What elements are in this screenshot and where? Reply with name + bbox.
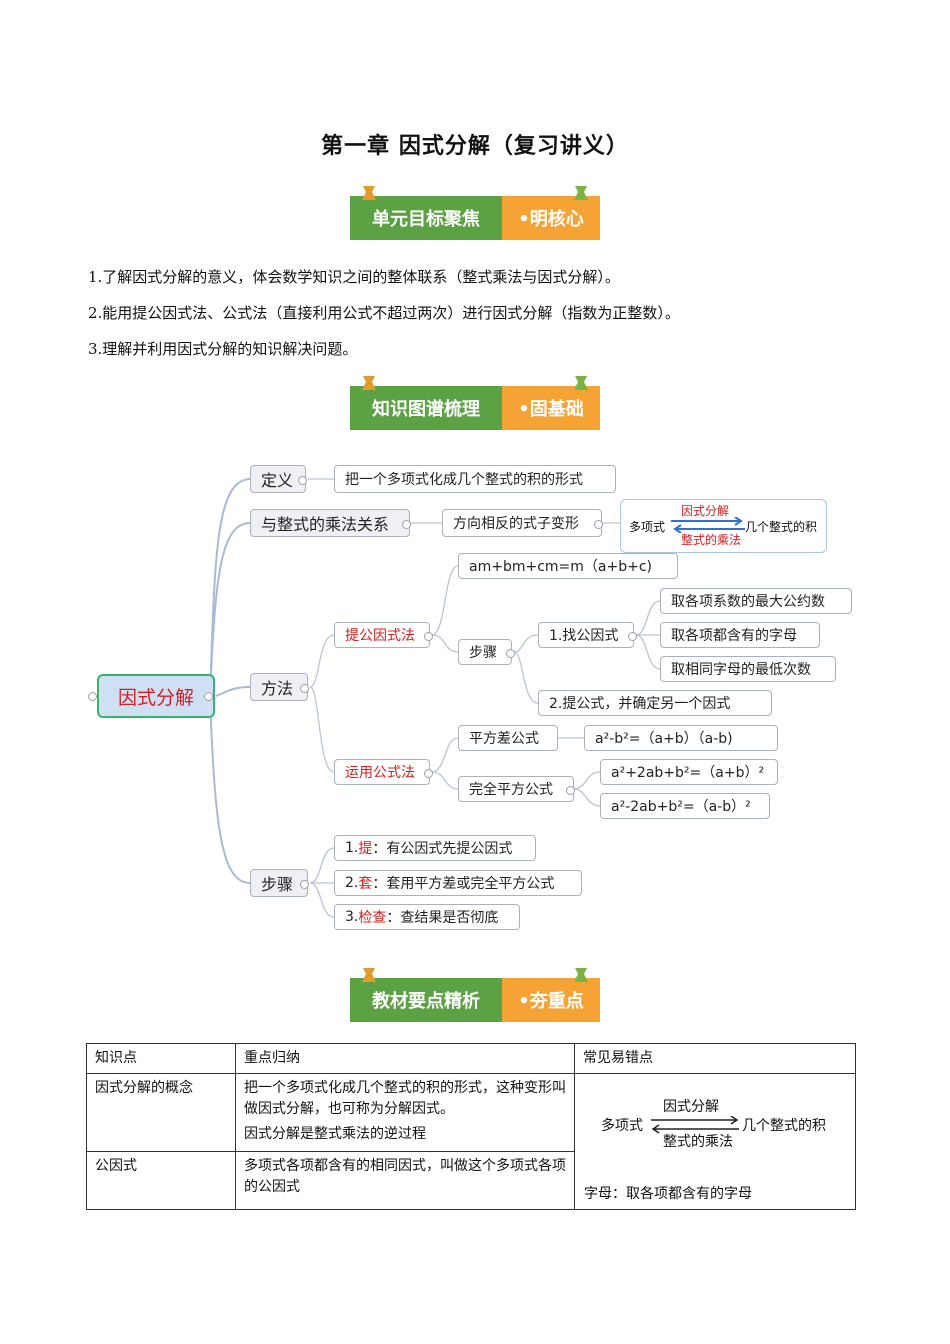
table-cell-errors: 多项式 因式分解 整式的乘法 几个整式的积 字母：取各项都含有的字母 [574, 1073, 856, 1210]
node-perfect-square[interactable]: 完全平方公式 [458, 776, 574, 802]
step-keyword: 提 [358, 841, 373, 857]
collapse-icon[interactable] [424, 769, 433, 778]
goal-item: 2.能用提公因式法、公式法（直接利用公式不超过两次）进行因式分解（指数为正整数）… [88, 304, 680, 322]
collapse-icon[interactable] [424, 632, 433, 641]
node-extract-2[interactable]: 2.提公式，并确定另一个因式 [538, 690, 772, 716]
table-header: 知识点 [86, 1043, 236, 1074]
keypoints-table: 知识点 重点归纳 常见易错点 因式分解的概念 把一个多项式化成几个整式的积的形式… [86, 1043, 856, 1210]
collapse-icon[interactable] [204, 692, 213, 701]
section-banner-keypoints: 教材要点精析 •夯重点 [350, 968, 600, 1022]
node-relation-text[interactable]: 方向相反的式子变形 [442, 509, 602, 537]
clip-icon [362, 376, 376, 390]
table-header-row: 知识点 重点归纳 常见易错点 [86, 1043, 856, 1074]
step-number: 2. [345, 875, 359, 891]
node-find-3[interactable]: 取相同字母的最低次数 [660, 656, 836, 682]
table-row: 因式分解的概念 把一个多项式化成几个整式的积的形式，这种变形叫做因式分解，也可称… [86, 1073, 856, 1210]
double-arrow-icon [671, 517, 745, 533]
node-extract-formula[interactable]: am+bm+cm=m（a+b+c) [458, 553, 678, 579]
node-method[interactable]: 方法 [250, 673, 308, 701]
node-perfect-1[interactable]: a²+2ab+b²=（a+b）² [600, 759, 778, 785]
step-keyword: 检查 [358, 910, 387, 926]
table-cell: 公因式 [86, 1151, 236, 1210]
collapse-icon[interactable] [628, 632, 637, 641]
error-diagram-top: 因式分解 [663, 1099, 719, 1115]
banner-green: 知识图谱梳理 [350, 386, 502, 430]
node-step-3[interactable]: 3.检查：查结果是否彻底 [334, 904, 520, 930]
mindmap-connectors [209, 478, 661, 918]
collapse-icon[interactable] [88, 692, 97, 701]
relation-top: 因式分解 [681, 504, 730, 518]
node-diff-square-text[interactable]: a²-b²=（a+b）（a-b) [584, 725, 778, 751]
table-cell: 把一个多项式化成几个整式的积的形式，这种变形叫做因式分解，也可称为分解因式。 因… [235, 1073, 575, 1152]
error-diagram-bottom: 整式的乘法 [663, 1134, 733, 1150]
step-number: 1. [345, 840, 359, 856]
summary-text: 因式分解是整式乘法的逆过程 [244, 1126, 426, 1142]
step-keyword: 套 [358, 876, 373, 892]
relation-left: 多项式 [629, 520, 666, 534]
collapse-icon[interactable] [594, 520, 603, 529]
clip-icon [362, 186, 376, 200]
collapse-icon[interactable] [298, 476, 307, 485]
double-arrow-icon [651, 1116, 739, 1134]
node-find-1[interactable]: 取各项系数的最大公约数 [660, 588, 852, 614]
section-banner-map: 知识图谱梳理 •固基础 [350, 376, 600, 430]
section-banner-goals: 单元目标聚焦 •明核心 [350, 186, 600, 240]
goal-item: 1.了解因式分解的意义，体会数学知识之间的整体联系（整式乘法与因式分解）。 [88, 268, 620, 286]
table-cell: 多项式各项都含有的相同因式，叫做这个多项式各项的公因式 [235, 1151, 575, 1210]
node-perfect-2[interactable]: a²-2ab+b²=（a-b）² [600, 793, 770, 819]
node-definition-text[interactable]: 把一个多项式化成几个整式的积的形式 [334, 465, 616, 493]
error-note: 字母：取各项都含有的字母 [584, 1186, 752, 1202]
banner-orange: •固基础 [502, 386, 600, 430]
node-formula[interactable]: 运用公式法 [334, 759, 430, 785]
node-definition[interactable]: 定义 [250, 465, 306, 493]
step-number: 3. [345, 909, 359, 925]
error-diagram-left: 多项式 [601, 1118, 643, 1134]
node-step-2[interactable]: 2.套：套用平方差或完全平方公式 [334, 870, 582, 896]
table-header: 常见易错点 [574, 1043, 856, 1074]
table-header: 重点归纳 [235, 1043, 575, 1074]
banner-orange: •明核心 [502, 196, 600, 240]
node-diff-square[interactable]: 平方差公式 [458, 725, 558, 751]
clip-icon [574, 186, 588, 200]
step-text: ：套用平方差或完全平方公式 [372, 876, 555, 892]
clip-icon [574, 376, 588, 390]
collapse-icon[interactable] [402, 520, 411, 529]
node-extract[interactable]: 提公因式法 [334, 622, 430, 648]
node-relation[interactable]: 与整式的乘法关系 [250, 509, 410, 537]
table-cell: 因式分解的概念 [86, 1073, 236, 1152]
node-extract-steps[interactable]: 步骤 [458, 639, 512, 665]
mindmap-root[interactable]: 因式分解 [97, 674, 215, 718]
page-title: 第一章 因式分解（复习讲义） [321, 134, 629, 159]
relation-bottom: 整式的乘法 [681, 533, 742, 547]
error-diagram-right: 几个整式的积 [742, 1118, 826, 1134]
step-text: ：有公因式先提公因式 [372, 841, 513, 857]
summary-text: 把一个多项式化成几个整式的积的形式，这种变形叫做因式分解，也可称为分解因式。 [244, 1080, 566, 1117]
clip-icon [574, 968, 588, 982]
collapse-icon[interactable] [300, 684, 309, 693]
banner-orange: •夯重点 [502, 978, 600, 1022]
relation-right: 几个整式的积 [745, 520, 818, 534]
collapse-icon[interactable] [506, 649, 515, 658]
relation-diagram: 多项式 因式分解 整式的乘法 几个整式的积 [620, 499, 827, 553]
node-step-1[interactable]: 1.提：有公因式先提公因式 [334, 835, 536, 861]
clip-icon [362, 968, 376, 982]
goal-item: 3.理解并利用因式分解的知识解决问题。 [88, 340, 358, 358]
banner-green: 教材要点精析 [350, 978, 502, 1022]
node-find-common[interactable]: 1.找公因式 [538, 622, 634, 648]
collapse-icon[interactable] [566, 786, 575, 795]
collapse-icon[interactable] [300, 880, 309, 889]
node-find-2[interactable]: 取各项都含有的字母 [660, 622, 820, 648]
step-text: ：查结果是否彻底 [386, 910, 499, 926]
banner-green: 单元目标聚焦 [350, 196, 502, 240]
